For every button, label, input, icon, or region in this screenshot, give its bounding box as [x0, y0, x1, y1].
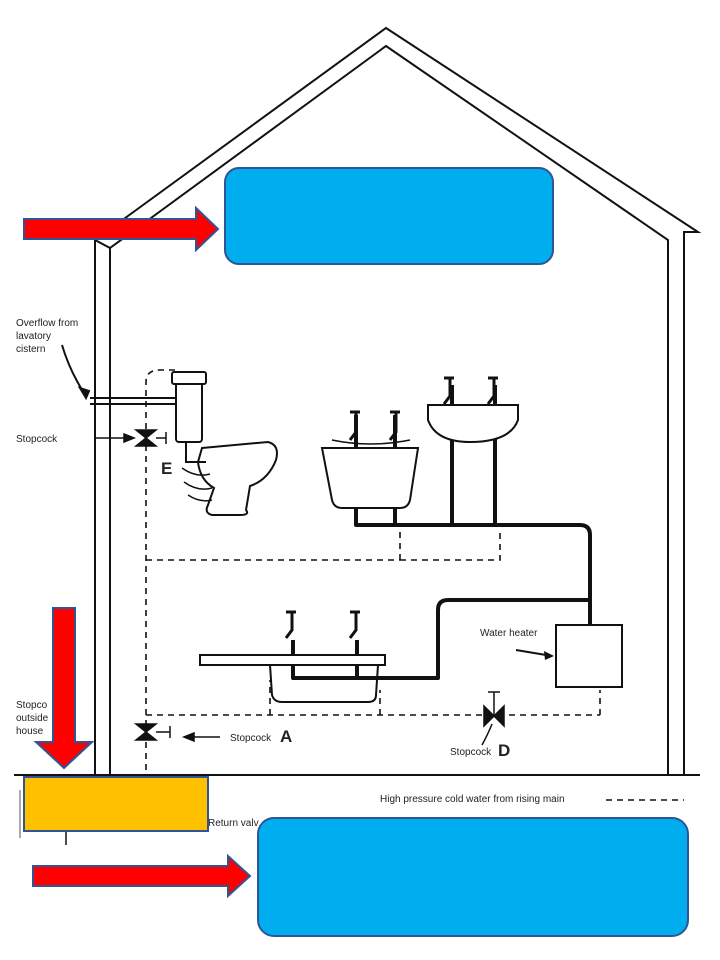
marker-e: E — [161, 459, 172, 478]
stopcock-outside-label: Stopco outside house — [16, 700, 49, 737]
wc-toilet — [171, 371, 278, 516]
overflow-pipe — [61, 344, 178, 405]
marker-a: A — [280, 727, 292, 746]
stopcock-a-icon — [133, 723, 220, 743]
stopcock-left-label: Stopcock — [16, 434, 58, 445]
marker-d: D — [498, 741, 510, 760]
blank-label-box-orange — [23, 776, 209, 832]
return-valve-label: Return valv — [208, 818, 259, 829]
water-heater-label: Water heater — [480, 628, 538, 639]
wash-basin — [427, 376, 519, 444]
svg-text:Overflow from: Overflow from — [16, 318, 78, 329]
red-arrow-bottom — [32, 853, 252, 899]
red-arrow-top — [23, 205, 220, 253]
sink — [320, 410, 420, 509]
svg-text:cistern: cistern — [16, 344, 45, 355]
stopcock-d-label: Stopcock — [450, 747, 492, 758]
blank-label-box-top — [224, 167, 554, 265]
legend-cold-water-label: High pressure cold water from rising mai… — [380, 794, 565, 805]
stopcock-a-label: Stopcock — [230, 733, 272, 744]
red-arrow-down — [33, 607, 95, 770]
stopcock-d-icon — [481, 691, 505, 746]
stopcock-e-icon — [96, 429, 167, 447]
svg-text:lavatory: lavatory — [16, 331, 51, 342]
house-outline — [14, 26, 702, 776]
bath — [199, 610, 386, 703]
cold-water-dashed-pipes — [145, 369, 601, 770]
water-heater — [515, 624, 623, 688]
svg-text:Stopco: Stopco — [16, 700, 48, 711]
blank-label-box-bottom — [257, 817, 689, 937]
svg-text:outside: outside — [16, 713, 49, 724]
overflow-label: Overflow from lavatory cistern — [16, 318, 78, 355]
svg-text:house: house — [16, 726, 44, 737]
